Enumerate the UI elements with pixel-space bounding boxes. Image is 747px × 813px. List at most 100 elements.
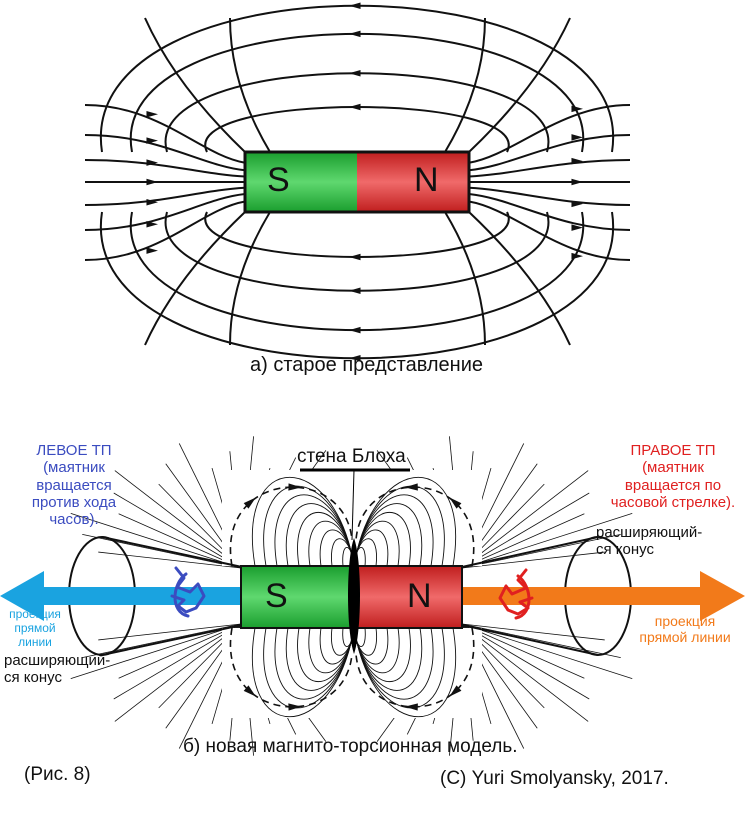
caption-old: а) старое представление [250, 354, 483, 376]
torsion-ray-right-top [461, 533, 621, 569]
field-arrow-right [571, 178, 583, 186]
pole-label-s-old: S [267, 161, 290, 199]
field-line-left [84, 159, 246, 178]
torsion-ray-left-top [114, 470, 242, 569]
loop-upper-left [274, 494, 355, 567]
field-line-flare [444, 17, 486, 153]
magnet-s-pole-old [245, 152, 357, 212]
torsion-ray-right-bottom [461, 623, 585, 679]
torsion-ray-right-top [461, 551, 605, 569]
torsion-ray-left-top [98, 551, 242, 569]
left-tp-label: ЛЕВОЕ ТП (маятник вращается против хода … [31, 442, 117, 528]
torsion-ray-left-top [70, 513, 242, 569]
field-arrow-right [571, 105, 583, 113]
magnet-old [243, 150, 471, 214]
left-projection-label: проекция прямой линии [9, 607, 61, 649]
magnet-s-pole-new [241, 566, 354, 628]
field-line-right [468, 200, 631, 261]
field-arrow-left [146, 137, 158, 144]
field-arrows-old [146, 2, 583, 362]
field-loop-bottom [164, 211, 550, 292]
pole-label-n-new: N [407, 577, 432, 615]
torsion-ray-left-bottom [70, 623, 242, 679]
dashed-arrow [243, 497, 256, 509]
loop-arrow-bottom [349, 253, 361, 261]
field-line-flare [229, 211, 271, 346]
loop-lower-left [252, 627, 355, 717]
right-projection-label: проекция прямой линии [639, 613, 731, 646]
torsion-ray-left-bottom [98, 623, 242, 641]
field-loop-top [99, 4, 615, 153]
field-arrow-left [146, 178, 158, 186]
loop-upper-right [353, 477, 456, 567]
magnet-n-pole-old [357, 152, 469, 212]
dashed-arrow [243, 685, 256, 697]
field-line-right [468, 104, 631, 164]
field-line-flare [144, 211, 246, 346]
torsion-ray-left-bottom [118, 623, 242, 679]
field-line-flare [468, 211, 571, 346]
torsion-ray-right-bottom [461, 623, 590, 700]
torsion-ray-left-top [82, 533, 242, 569]
loop-upper-right [353, 494, 434, 567]
field-arrow-left [146, 198, 158, 206]
field-line-left [84, 104, 246, 164]
field-line-left [84, 134, 246, 172]
field-line-flare [444, 211, 486, 346]
dashed-field-line [355, 627, 475, 708]
field-loop-bottom [99, 211, 615, 360]
torsion-ray-left-top [113, 492, 242, 569]
torsion-ray-right-bottom [461, 623, 633, 679]
pole-label-n-old: N [414, 161, 439, 199]
field-arrow-right [571, 157, 583, 165]
field-line-flare [229, 17, 271, 153]
caption-new: б) новая магнито-торсионная модель. [183, 736, 518, 757]
cone-label-right: расширяющий- ся конус [596, 524, 703, 559]
torsion-ray-left-bottom [82, 623, 242, 659]
torsion-ray-right-top [461, 513, 633, 569]
field-arrow-left [146, 247, 158, 254]
field-line-left [84, 186, 246, 206]
field-line-right [468, 159, 631, 178]
field-line-right [468, 193, 631, 231]
dashed-arrow [288, 483, 302, 491]
field-line-left [84, 193, 246, 231]
loop-lower-right [353, 627, 456, 717]
field-loop-top [129, 33, 585, 153]
torsion-ray-right-top [461, 513, 585, 569]
field-arrow-right [571, 200, 583, 208]
torsion-ray-right-bottom [461, 623, 605, 641]
torsion-ray-right-top [461, 470, 589, 569]
magnet-outline-old [243, 150, 471, 214]
right-tp-label: ПРАВОЕ ТП (маятник вращается по часовой … [610, 442, 736, 511]
left-torsion-swirl [170, 566, 206, 618]
loop-arrow-top [349, 30, 361, 38]
loop-arrow-bottom [349, 326, 361, 334]
dashed-arrow [404, 483, 418, 491]
dashed-field-arrows [243, 483, 462, 711]
pole-label-s-new: S [265, 577, 288, 615]
field-arrow-right [571, 224, 583, 231]
field-line-flare [144, 17, 246, 153]
loop-arrow-bottom [349, 287, 361, 294]
loop-arrow-top [349, 2, 361, 9]
bloch-wall-label: стена Блоха [297, 446, 406, 467]
torsion-ray-right-top [461, 492, 590, 569]
dashed-field-line [355, 486, 475, 567]
field-arrow-right [571, 252, 583, 260]
cone-label-left: расширяющий- ся конус [4, 652, 111, 687]
torsion-ray-left-bottom [113, 623, 242, 700]
field-arrow-right [571, 134, 583, 141]
torsion-ray-left-bottom [114, 623, 242, 722]
loop-lower-right [353, 627, 434, 700]
dashed-arrow [449, 685, 462, 697]
field-arrow-left [146, 159, 158, 166]
field-line-left [84, 200, 246, 261]
torsion-ray-right-bottom [461, 623, 621, 659]
dashed-field-lines [229, 486, 475, 708]
field-loop-top [164, 72, 550, 153]
figure-number: (Рис. 8) [24, 764, 91, 785]
magnet-n-pole-new [354, 566, 462, 628]
field-line-flare [468, 17, 571, 153]
